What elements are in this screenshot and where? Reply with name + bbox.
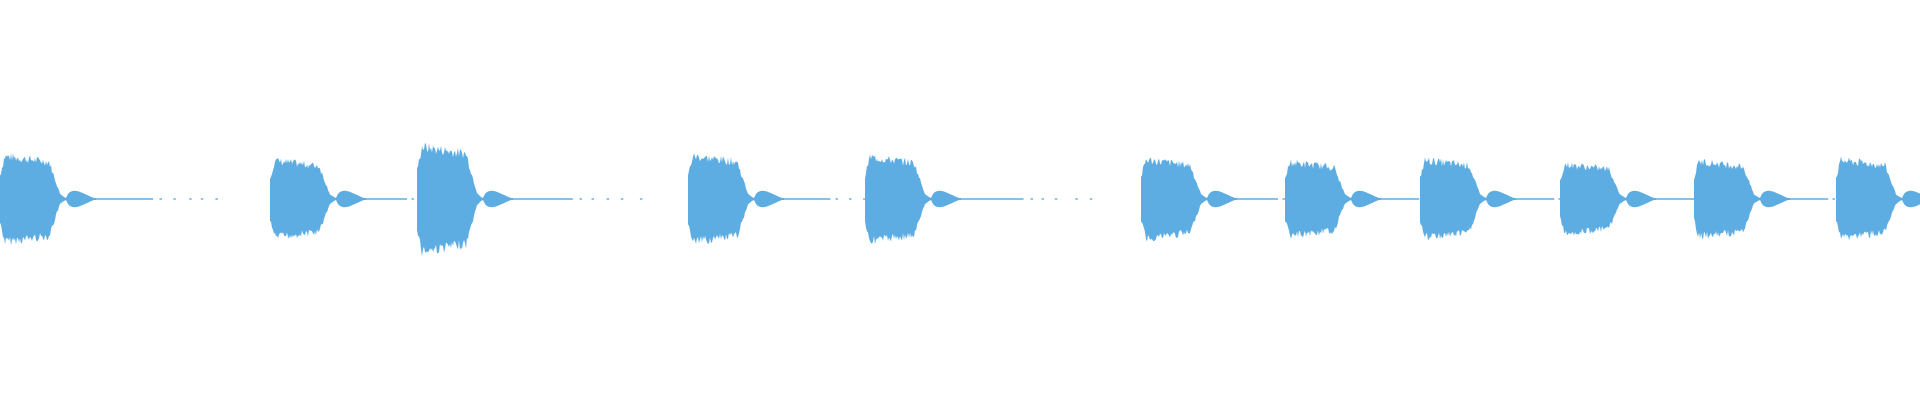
waveform-tail-dot bbox=[159, 198, 162, 200]
waveform-burst bbox=[1141, 157, 1237, 242]
waveform-tail-dot bbox=[411, 198, 414, 200]
waveform-tail-dot bbox=[606, 198, 610, 200]
waveform-tail-dot bbox=[1832, 198, 1835, 200]
waveform-tail-dot bbox=[1089, 198, 1093, 200]
waveform-tail-dot bbox=[620, 198, 624, 200]
waveform-burst bbox=[1285, 159, 1381, 239]
waveform-tail-dot bbox=[591, 198, 594, 200]
waveform-tail-dot bbox=[1041, 198, 1044, 200]
waveform-tail-dot bbox=[215, 198, 218, 200]
waveform-burst bbox=[270, 157, 366, 239]
waveform-tail-dot bbox=[835, 198, 838, 200]
waveform-burst bbox=[1560, 161, 1656, 236]
waveform-burst bbox=[417, 142, 513, 257]
waveform-burst bbox=[865, 154, 961, 245]
waveform-tail-dot bbox=[189, 198, 192, 200]
waveform-tail-dot bbox=[1558, 198, 1561, 200]
waveform-tail-dot bbox=[200, 198, 204, 200]
waveform-tail-dot bbox=[863, 198, 866, 200]
waveform-tail-dot bbox=[639, 198, 643, 200]
waveform-burst bbox=[1694, 159, 1790, 240]
waveform-burst bbox=[1836, 156, 1920, 241]
waveform-tail-dot bbox=[849, 198, 852, 200]
waveform-tail-dot bbox=[1282, 198, 1285, 200]
waveform-tail-dot bbox=[1075, 198, 1078, 200]
waveform-tail-dot bbox=[579, 198, 582, 200]
waveform-tail-dot bbox=[1030, 198, 1033, 200]
waveform-burst bbox=[1420, 157, 1516, 240]
waveform-burst bbox=[0, 153, 96, 246]
waveform-tail-dot bbox=[173, 198, 176, 200]
waveform-tail-dot bbox=[1054, 198, 1058, 200]
waveform-burst bbox=[688, 153, 784, 244]
